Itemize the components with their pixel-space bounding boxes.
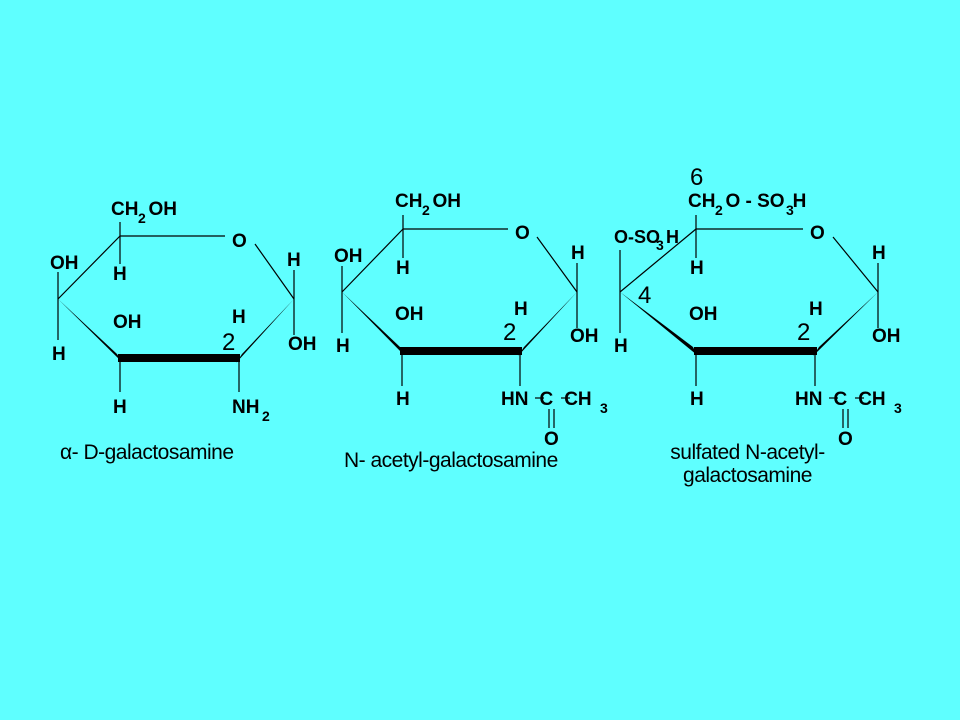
molecule-3-bonds [619, 215, 879, 428]
molecule-1-wedge-left [58, 299, 122, 362]
c3-h-label: H [396, 389, 410, 410]
molecule-3-wedge-left [620, 292, 697, 355]
c1-oh-label: OH [570, 326, 599, 347]
ring-oxygen-label: O [232, 231, 247, 252]
subscript-3: 3 [656, 237, 664, 253]
molecule-3-name-line-2: galactosamine [683, 464, 812, 488]
subscript-3: 3 [894, 400, 902, 416]
molecule-2-name: N- acetyl-galactosamine [344, 449, 558, 472]
c4-oh-label: OH [334, 246, 363, 267]
carbonyl-oxygen-label: O [544, 429, 559, 450]
subscript-3: 3 [600, 400, 608, 416]
c5-h-label: H [113, 264, 127, 285]
c3-oh-label: OH [395, 304, 424, 325]
c3-h-label: H [113, 397, 127, 418]
c1-h-label: H [872, 243, 886, 264]
subscript-2: 2 [138, 210, 146, 226]
molecule-2-bonds [341, 215, 578, 428]
c4-h-label: H [336, 336, 350, 357]
c3-oh-label: OH [113, 312, 142, 333]
carbon-2-number: 2 [222, 329, 236, 356]
carbon-4-number: 4 [638, 282, 652, 309]
subscript-3: 3 [786, 202, 794, 218]
molecule-2-wedge-left [342, 292, 404, 355]
molecule-2-wedge-right [518, 292, 577, 356]
molecule-1-name: α- D-galactosamine [60, 441, 234, 464]
carbon-6-number: 6 [690, 164, 704, 191]
c5-h-label: H [396, 258, 410, 279]
c2-h-label: H [809, 299, 823, 320]
c1-oh-label: OH [288, 334, 317, 355]
c3-h-label: H [690, 389, 704, 410]
molecule-3-name-line-1: sulfated N-acetyl- [670, 441, 825, 464]
ring-oxygen-label: O [810, 223, 825, 244]
c4-h-label: H [52, 344, 66, 365]
c1-oh-label: OH [872, 326, 901, 347]
c1-h-label: H [571, 243, 585, 264]
subscript-2: 2 [262, 408, 270, 424]
ring-oxygen-label: O [515, 223, 530, 244]
c1-h-label: H [287, 250, 301, 271]
molecule-1-bold-bond [118, 354, 240, 362]
subscript-2: 2 [715, 202, 723, 218]
molecule-3-name: sulfated N-acetyl- galactosamine [645, 441, 850, 487]
molecule-3-wedge-right [813, 292, 878, 356]
subscript-2: 2 [422, 202, 430, 218]
carbonyl-oxygen-label: O [838, 429, 853, 450]
c2-h-label: H [514, 299, 528, 320]
carbon-2-number: 2 [503, 319, 517, 346]
c5-h-label: H [690, 258, 704, 279]
carbon-2-number: 2 [797, 319, 811, 346]
molecule-1-wedge-right [236, 299, 294, 363]
molecule-3-bold-bond [694, 347, 817, 355]
c2-nh2-label: NH [232, 397, 260, 418]
molecule-1-bonds [57, 222, 295, 392]
c4-h-label: H [614, 336, 628, 357]
c2-h-label: H [232, 307, 246, 328]
c4-oh-label: OH [50, 253, 79, 274]
molecule-2-bold-bond [400, 347, 522, 355]
c3-oh-label: OH [689, 304, 718, 325]
